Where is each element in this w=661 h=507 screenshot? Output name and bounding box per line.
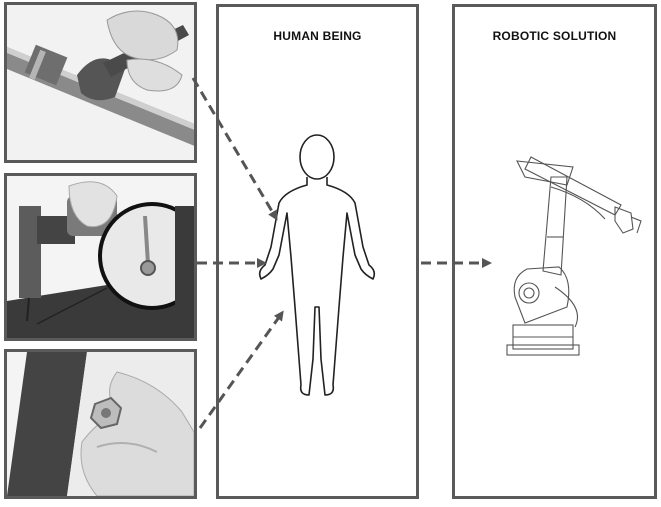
robotic-solution-title: ROBOTIC SOLUTION bbox=[492, 29, 617, 43]
drill-icon bbox=[7, 176, 194, 338]
human-being-panel: HUMAN BEING bbox=[216, 4, 419, 499]
task-panel-nut bbox=[4, 349, 197, 499]
task-panel-pipe-wrench bbox=[4, 2, 197, 163]
task-panel-drill bbox=[4, 173, 197, 341]
human-being-title: HUMAN BEING bbox=[273, 29, 362, 43]
pipe-wrench-icon bbox=[7, 5, 194, 160]
robot-arm-icon bbox=[506, 156, 642, 356]
robotic-solution-panel: ROBOTIC SOLUTION bbox=[452, 4, 657, 499]
human-outline-icon bbox=[258, 134, 376, 396]
nut-icon bbox=[7, 352, 194, 496]
